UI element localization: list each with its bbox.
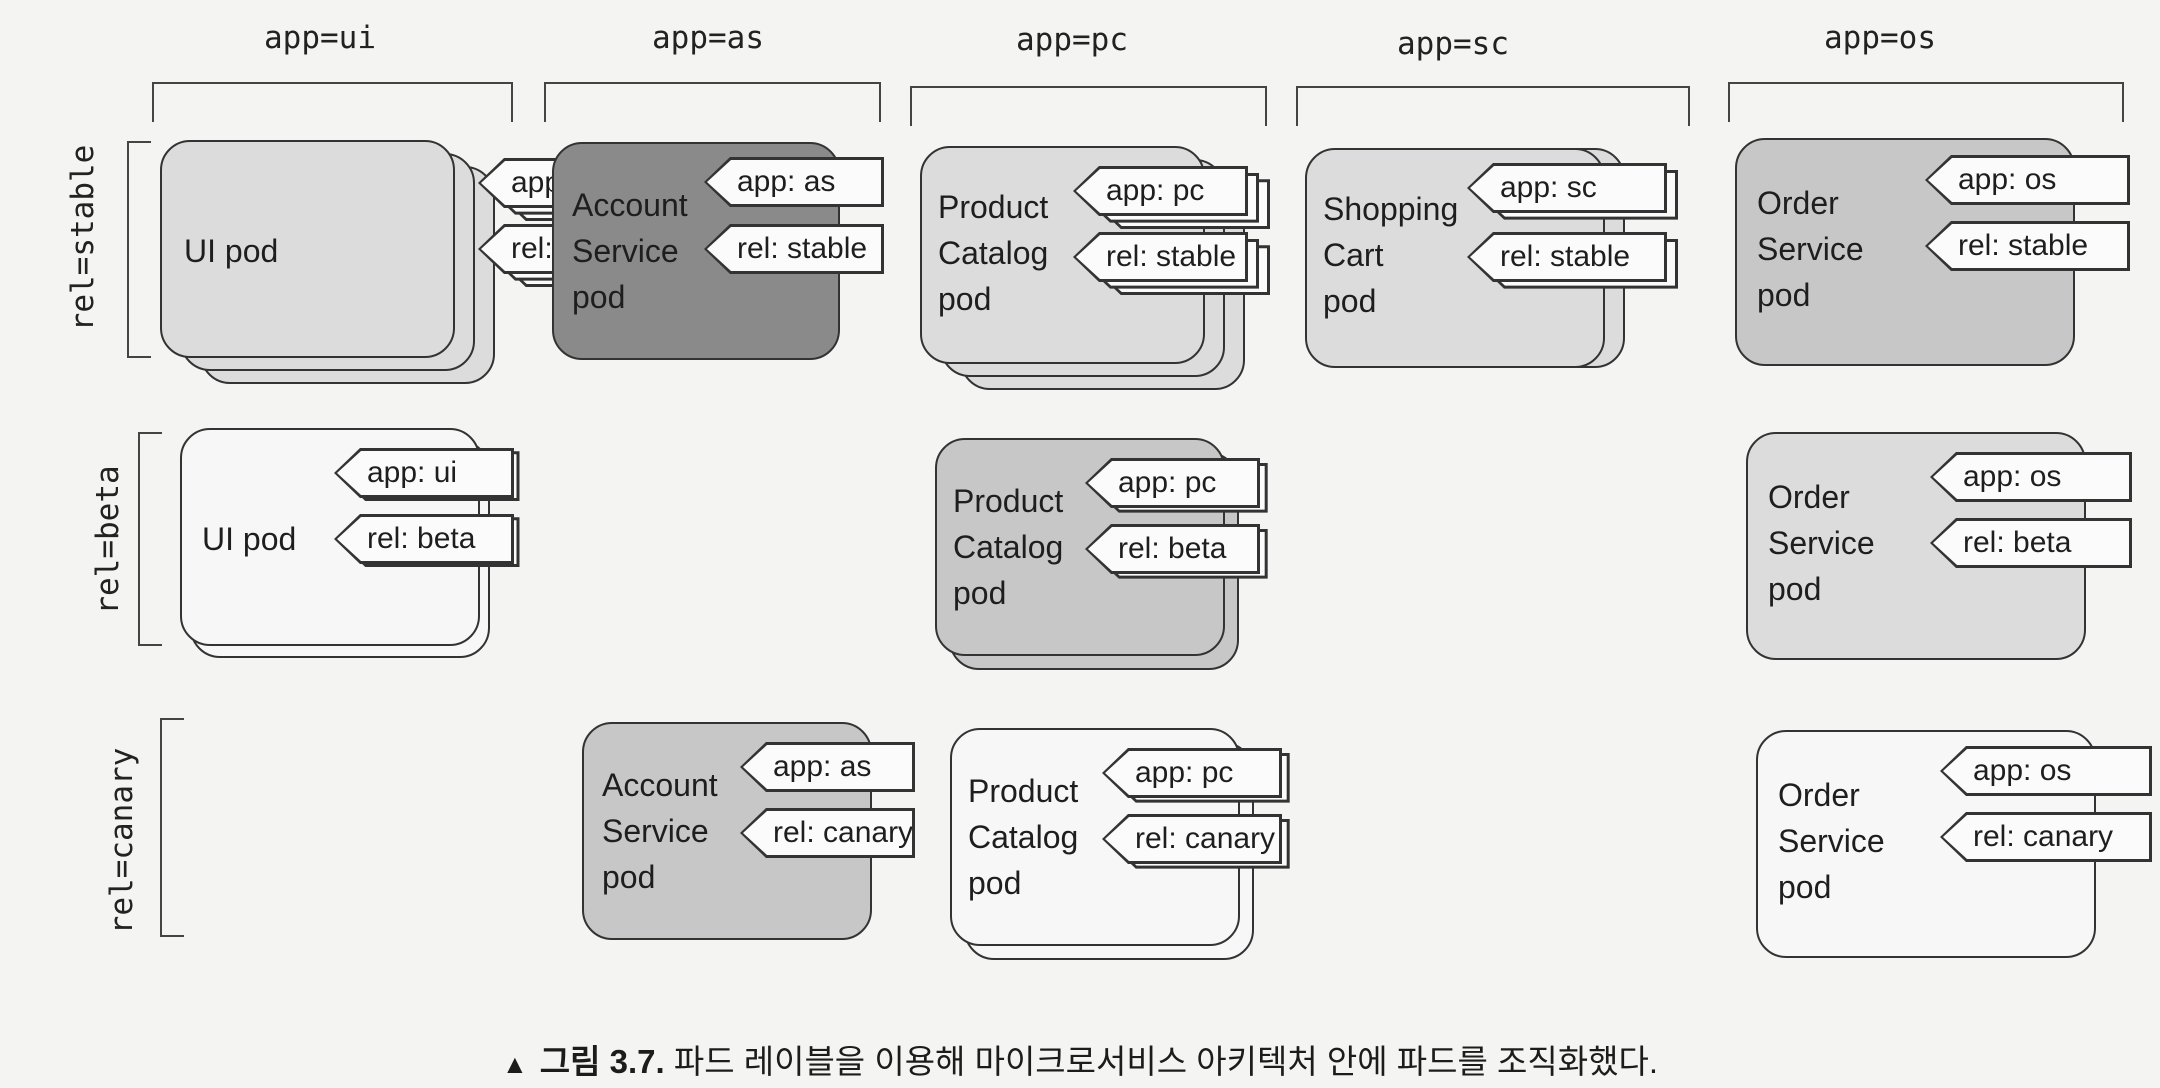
- pod-name: Product Catalog pod: [968, 773, 1079, 901]
- rel-label-tag: rel: stable: [1925, 221, 2130, 271]
- app-label-tag-text: app: sc: [1470, 166, 1664, 210]
- pod-name: Product Catalog pod: [953, 483, 1064, 611]
- pod-name: Shopping Cart pod: [1323, 191, 1459, 319]
- app-label-tag-text: app: os: [1928, 158, 2127, 202]
- rel-label-tag: rel: stable: [1467, 232, 1667, 282]
- app-label-tag-text: app: os: [1943, 749, 2149, 793]
- app-label-tag-text: app: as: [707, 160, 881, 204]
- figure-caption: ▲ 그림 3.7. 파드 레이블을 이용해 마이크로서비스 아키텍처 안에 파드를…: [0, 1035, 2160, 1083]
- pod-os-stable: app: os rel: stable Order Service pod: [1735, 138, 2130, 366]
- pod-name: Order Service pod: [1768, 479, 1875, 607]
- column-label-pc: app=pc: [1016, 22, 1128, 58]
- app-label-tag: app: os: [1940, 746, 2152, 796]
- column-label-os: app=os: [1824, 20, 1936, 56]
- column-bracket-pc: [910, 86, 1267, 126]
- rel-label-tag-text: rel: beta: [1088, 527, 1257, 571]
- pod-body: [160, 140, 455, 358]
- column-bracket-sc: [1296, 86, 1690, 126]
- app-label-tag: app: as: [740, 742, 915, 792]
- rel-label-tag-text: rel: stable: [1928, 224, 2127, 268]
- app-label-tag: app: os: [1930, 452, 2132, 502]
- rel-label-tag: rel: beta: [1930, 518, 2132, 568]
- pod-os-canary: app: os rel: canary Order Service pod: [1756, 730, 2152, 958]
- app-label-tag: app: pc: [1085, 458, 1260, 508]
- column-label-as: app=as: [652, 20, 764, 56]
- pod-name: Order Service pod: [1778, 777, 1885, 905]
- rel-label-tag-text: rel: beta: [337, 517, 511, 561]
- rel-label-tag-text: rel: stable: [1470, 235, 1664, 279]
- column-label-ui: app=ui: [264, 20, 376, 56]
- rel-label-tag: rel: beta: [334, 514, 514, 564]
- pod-name: Product Catalog pod: [938, 189, 1049, 317]
- rel-label-tag-text: rel: canary: [743, 811, 912, 855]
- pod-name: Account Service pod: [602, 767, 718, 895]
- pod-as-stable: app: as rel: stable Account Service pod: [552, 142, 884, 360]
- rel-label-tag: rel: canary: [740, 808, 915, 858]
- rel-label-tag-text: rel: beta: [1933, 521, 2129, 565]
- pod-name: Account Service pod: [572, 187, 688, 315]
- app-label-tag: app: pc: [1073, 166, 1248, 216]
- app-label-tag-text: app: ui: [337, 451, 511, 495]
- rel-label-tag: rel: stable: [704, 224, 884, 274]
- pod-name: Order Service pod: [1757, 185, 1864, 313]
- row-label-stable: rel=stable: [65, 144, 101, 332]
- rel-label-tag-text: rel: stable: [1076, 235, 1245, 279]
- row-bracket-stable: [127, 141, 151, 358]
- app-label-tag: app: os: [1925, 155, 2130, 205]
- rel-label-tag: rel: beta: [1085, 524, 1260, 574]
- app-label-tag: app: pc: [1102, 748, 1282, 798]
- app-label-tag-text: app: pc: [1076, 169, 1245, 213]
- caption-figure-number: 그림 3.7.: [539, 1043, 665, 1080]
- row-label-canary: rel=canary: [104, 747, 140, 935]
- pod-name: UI pod: [202, 521, 297, 557]
- app-label-tag: app: as: [704, 157, 884, 207]
- pod-pc-beta: app: pc rel: beta Product Catalog pod: [935, 438, 1268, 684]
- rel-label-tag-text: rel: canary: [1105, 817, 1279, 861]
- row-bracket-beta: [138, 432, 162, 646]
- rel-label-tag: rel: stable: [1073, 232, 1248, 282]
- rel-label-tag-text: rel: canary: [1943, 815, 2149, 859]
- app-label-tag-text: app: os: [1933, 455, 2129, 499]
- rel-label-tag-text: rel: stable: [707, 227, 881, 271]
- caption-marker: ▲: [502, 1049, 528, 1079]
- pod-os-beta: app: os rel: beta Order Service pod: [1746, 432, 2132, 660]
- pod-name: UI pod: [184, 233, 279, 269]
- app-label-tag: app: sc: [1467, 163, 1667, 213]
- row-bracket-canary: [160, 718, 184, 937]
- row-label-beta: rel=beta: [90, 465, 126, 615]
- rel-label-tag: rel: canary: [1940, 812, 2152, 862]
- pod-pc-canary: app: pc rel: canary Product Catalog pod: [950, 728, 1290, 974]
- pod-ui-beta: app: ui rel: beta UI pod: [180, 428, 520, 670]
- column-bracket-os: [1728, 82, 2124, 122]
- pod-as-canary: app: as rel: canary Account Service pod: [582, 722, 915, 940]
- app-label-tag-text: app: pc: [1105, 751, 1279, 795]
- app-label-tag-text: app: pc: [1088, 461, 1257, 505]
- caption-text: 파드 레이블을 이용해 마이크로서비스 아키텍처 안에 파드를 조직화했다.: [673, 1043, 1658, 1080]
- column-label-sc: app=sc: [1397, 26, 1509, 62]
- column-bracket-as: [544, 82, 881, 122]
- app-label-tag-text: app: as: [743, 745, 912, 789]
- column-bracket-ui: [152, 82, 513, 122]
- rel-label-tag: rel: canary: [1102, 814, 1282, 864]
- app-label-tag: app: ui: [334, 448, 514, 498]
- pod-pc-stable: app: pc rel: stable Product Catalog pod: [920, 146, 1270, 390]
